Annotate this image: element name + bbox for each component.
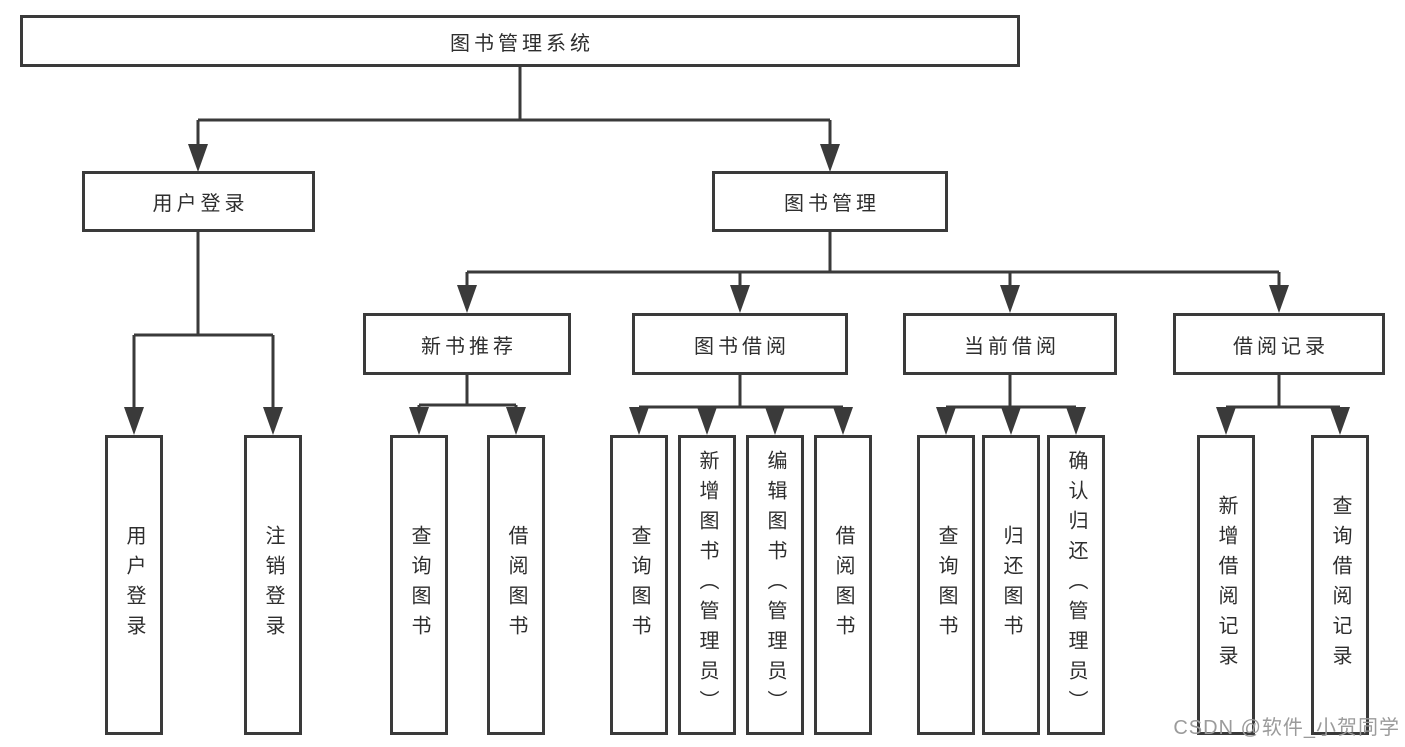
leaf-br-add-record-label: 新增借阅记录 [1215, 495, 1237, 675]
leaf-rec-query-books-label: 查询图书 [408, 525, 430, 645]
csdn-watermark: CSDN @软件_小贺同学 [1173, 717, 1400, 739]
leaf-bb-query-books-label: 查询图书 [628, 525, 650, 645]
leaf-cb-confirm-return-admin: 确认归还（管理员） [1047, 435, 1105, 735]
leaf-br-query-record-label: 查询借阅记录 [1329, 495, 1351, 675]
arrowheads [124, 144, 1350, 435]
connector-borrow-records-to-leaves [1224, 375, 1342, 412]
leaf-bb-add-books-admin: 新增图书（管理员） [678, 435, 736, 735]
leaf-bb-borrow-books-label: 借阅图书 [832, 525, 854, 645]
leaf-user-login-label: 用户登录 [123, 525, 145, 645]
leaf-br-query-record: 查询借阅记录 [1311, 435, 1369, 735]
leaf-br-add-record: 新增借阅记录 [1197, 435, 1255, 735]
leaf-cb-query-books-label: 查询图书 [935, 525, 957, 645]
node-borrow-records-label: 借阅记录 [1233, 335, 1329, 358]
leaf-bb-query-books: 查询图书 [610, 435, 668, 735]
connector-root-to-level2 [196, 67, 832, 150]
leaf-rec-borrow-books-label: 借阅图书 [505, 525, 527, 645]
node-user-login-label: 用户登录 [152, 193, 249, 215]
node-current-borrowing: 当前借阅 [903, 313, 1117, 375]
node-new-book-recommend-label: 新书推荐 [421, 335, 517, 358]
leaf-logout: 注销登录 [244, 435, 302, 735]
leaf-cb-confirm-return-admin-label: 确认归还（管理员） [1065, 450, 1087, 720]
leaf-cb-return-books: 归还图书 [982, 435, 1040, 735]
connector-book-mgmt-to-level3 [465, 232, 1281, 292]
node-root-label: 图书管理系统 [450, 32, 594, 55]
node-borrow-records: 借阅记录 [1173, 313, 1385, 375]
node-book-management-label: 图书管理 [784, 193, 880, 215]
leaf-rec-query-books: 查询图书 [390, 435, 448, 735]
node-root-system: 图书管理系统 [20, 15, 1020, 67]
leaf-logout-label: 注销登录 [262, 525, 284, 645]
leaf-bb-borrow-books: 借阅图书 [814, 435, 872, 735]
leaf-rec-borrow-books: 借阅图书 [487, 435, 545, 735]
node-new-book-recommend: 新书推荐 [363, 313, 571, 375]
leaf-cb-query-books: 查询图书 [917, 435, 975, 735]
leaf-bb-edit-books-admin-label: 编辑图书（管理员） [764, 450, 786, 720]
node-current-borrowing-label: 当前借阅 [964, 335, 1060, 358]
leaf-bb-edit-books-admin: 编辑图书（管理员） [746, 435, 804, 735]
leaf-cb-return-books-label: 归还图书 [1000, 525, 1022, 645]
connector-new-book-rec-to-leaves [417, 375, 518, 412]
node-book-borrowing-label: 图书借阅 [694, 335, 790, 358]
connector-user-login-to-leaves [132, 232, 275, 412]
leaf-user-login: 用户登录 [105, 435, 163, 735]
connector-current-borrow-to-leaves [944, 375, 1078, 412]
node-user-login: 用户登录 [82, 171, 315, 232]
node-book-borrowing: 图书借阅 [632, 313, 848, 375]
connector-book-borrow-to-leaves [637, 375, 845, 412]
node-book-management: 图书管理 [712, 171, 948, 232]
leaf-bb-add-books-admin-label: 新增图书（管理员） [696, 450, 718, 720]
